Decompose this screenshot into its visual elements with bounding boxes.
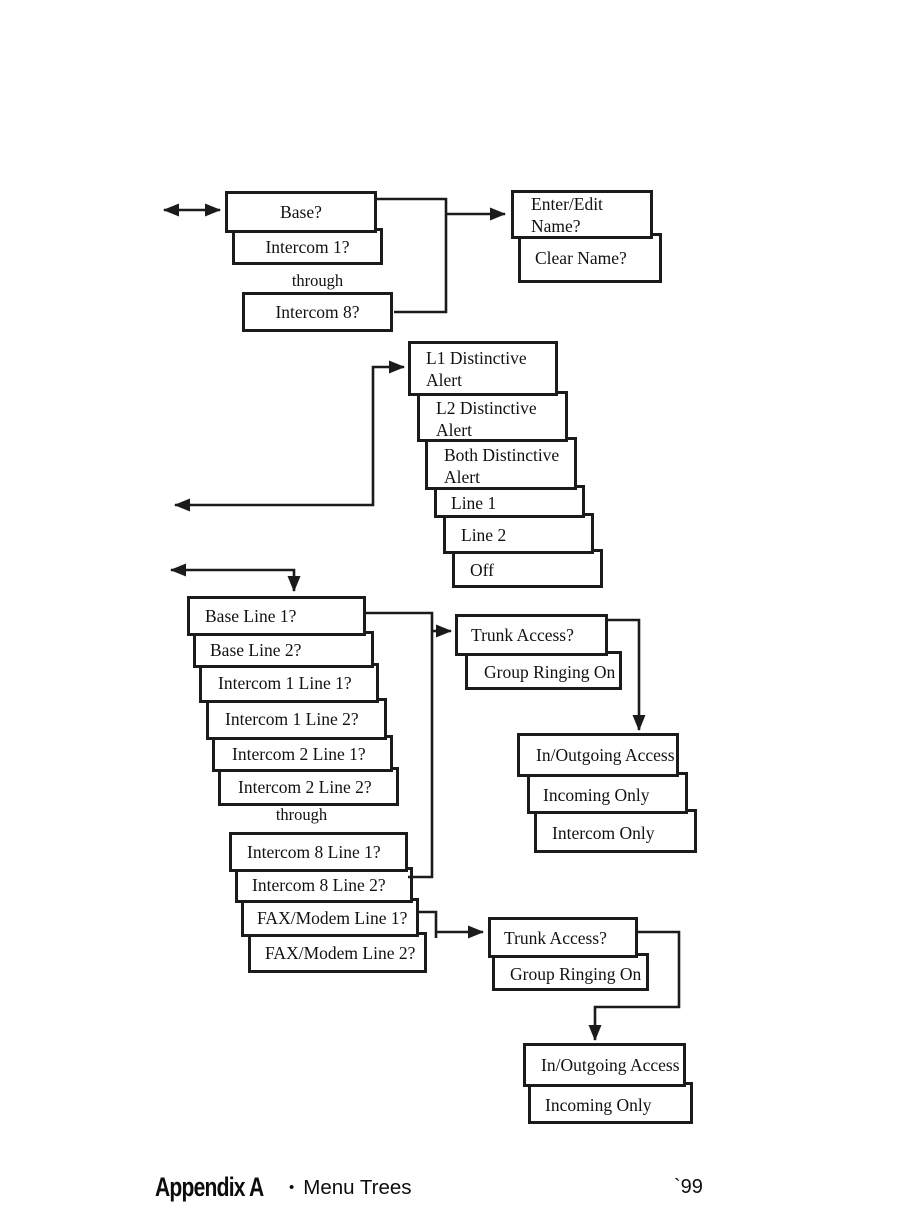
through-label-extensions: through [291,271,344,290]
menu-box-intercom-8-line-2: Intercom 8 Line 2? [235,867,413,903]
menu-box-line-2: Line 2 [443,513,594,554]
appendix-label: Appendix A [155,1172,264,1202]
menu-box-enter-edit-name: Enter/Edit Name? [511,190,653,239]
menu-box-both-distinctive-alert: Both Distinctive Alert [425,437,577,490]
menu-box-l2-distinctive-alert: L2 Distinctive Alert [417,391,568,442]
menu-box-fax-modem-line-2: FAX/Modem Line 2? [248,932,427,973]
menu-box-incoming-only-2: Incoming Only [528,1082,693,1124]
menu-box-clear-name: Clear Name? [518,233,662,283]
through-label-lines: through [275,805,328,824]
menu-box-intercom-1-line-1: Intercom 1 Line 1? [199,663,379,703]
menu-box-group-ringing-on-2: Group Ringing On [492,953,649,991]
menu-box-intercom-1-line-2: Intercom 1 Line 2? [206,698,387,740]
menu-box-incoming-only-1: Incoming Only [527,772,688,814]
footer-bullet: • [289,1179,295,1196]
page-number: `99 [674,1176,703,1198]
menu-box-l1-distinctive-alert: L1 Distinctive Alert [408,341,558,396]
menu-box-intercom-2-line-1: Intercom 2 Line 1? [212,735,393,772]
menu-box-group-ringing-on-1: Group Ringing On [465,651,622,690]
menu-box-base-line-2: Base Line 2? [193,631,374,668]
menu-box-intercom-8: Intercom 8? [242,292,393,332]
menu-box-intercom-8-line-1: Intercom 8 Line 1? [229,832,408,872]
menu-box-trunk-access-2: Trunk Access? [488,917,638,958]
menu-box-in-outgoing-access-2: In/Outgoing Access [523,1043,686,1087]
menu-box-intercom-only: Intercom Only [534,809,697,853]
section-title: Menu Trees [303,1175,412,1199]
menu-box-base: Base? [225,191,377,233]
menu-box-fax-modem-line-1: FAX/Modem Line 1? [241,898,419,937]
menu-box-intercom-1: Intercom 1? [232,228,383,265]
menu-box-base-line-1: Base Line 1? [187,596,366,636]
page-footer: Appendix A • Menu Trees [155,1172,412,1203]
menu-box-in-outgoing-access-1: In/Outgoing Access [517,733,679,777]
menu-box-trunk-access-1: Trunk Access? [455,614,608,656]
menu-box-off: Off [452,549,603,588]
menu-box-intercom-2-line-2: Intercom 2 Line 2? [218,767,399,806]
